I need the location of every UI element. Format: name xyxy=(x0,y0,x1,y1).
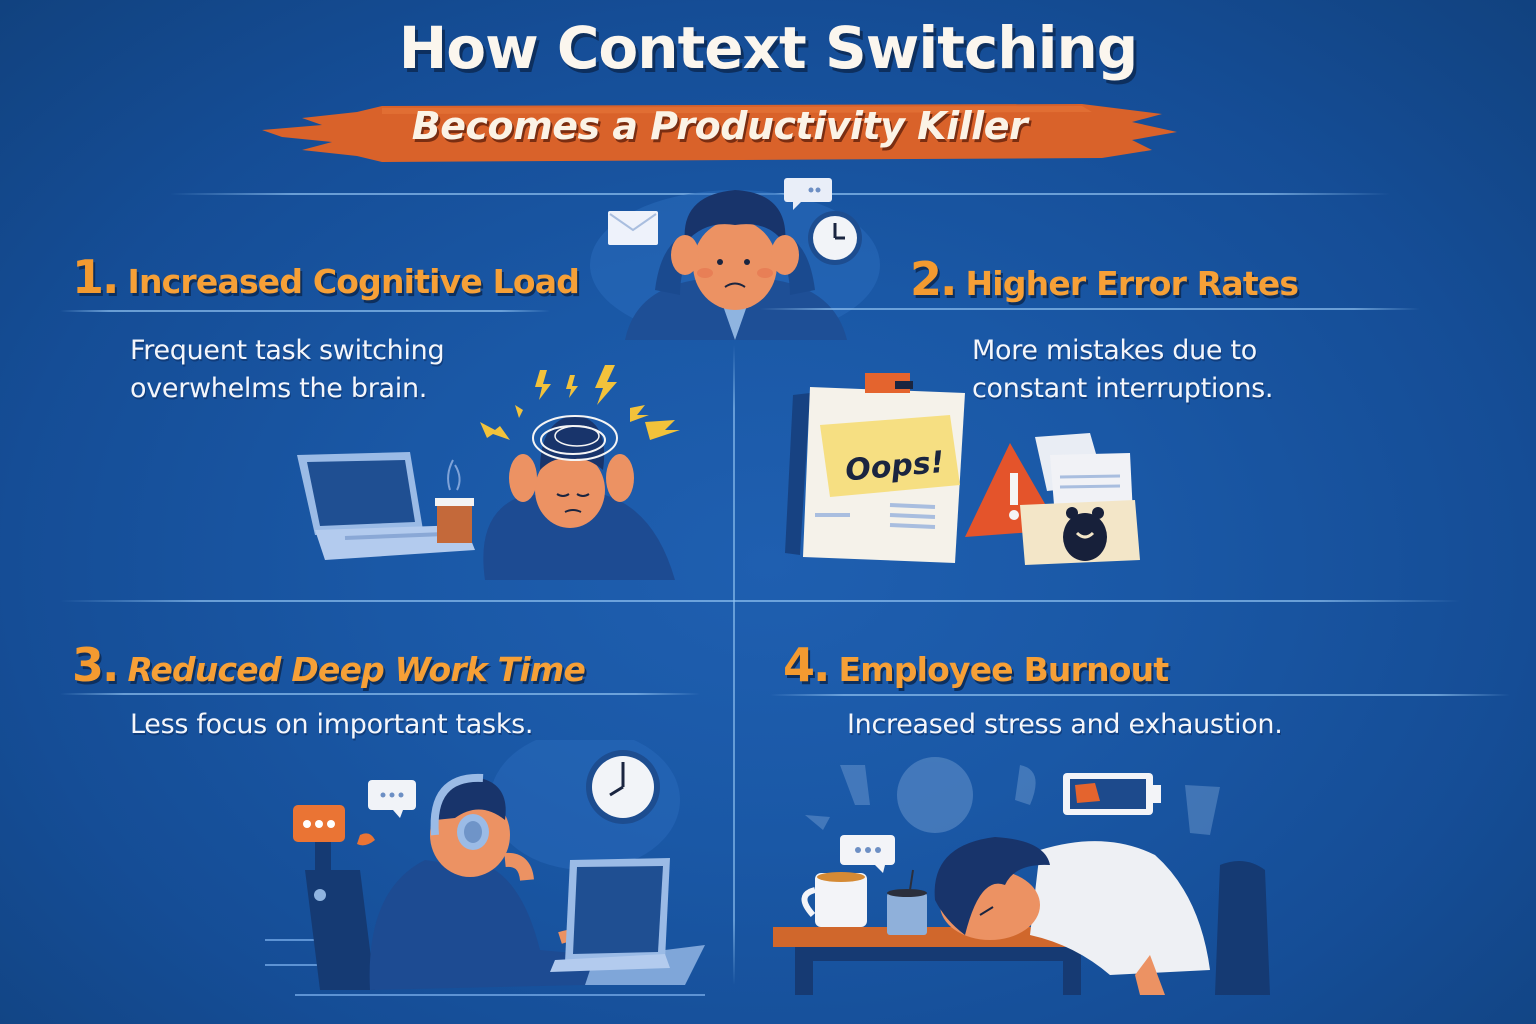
section-2-number: 2. xyxy=(910,252,958,306)
cup-icon xyxy=(887,869,927,935)
hero-stressed-person-illustration xyxy=(585,165,885,340)
section-2-illustration: Oops! xyxy=(785,365,1165,575)
section-1-title: Increased Cognitive Load xyxy=(127,262,580,301)
coffee-mug-icon xyxy=(801,872,867,927)
laptop-icon xyxy=(550,858,670,972)
laptop-icon xyxy=(297,452,475,560)
section-1-description: Frequent task switching overwhelms the b… xyxy=(130,332,445,408)
oops-note-text: Oops! xyxy=(844,445,946,489)
page-title: How Context Switching xyxy=(398,14,1139,82)
section-2-title: Higher Error Rates xyxy=(965,264,1299,303)
quadrant-divider-vertical xyxy=(733,345,735,985)
section-3-illustration xyxy=(265,730,705,1010)
coffee-cup-icon xyxy=(435,459,474,543)
section-2-description-line-2: constant interruptions. xyxy=(972,373,1274,404)
section-2-divider xyxy=(760,308,1420,310)
section-4-description: Increased stress and exhaustion. xyxy=(847,706,1283,744)
section-3-number: 3. xyxy=(72,638,120,692)
chat-bubble-icon xyxy=(840,835,895,873)
sticky-note-icon xyxy=(820,415,960,497)
section-2-description-line-1: More mistakes due to xyxy=(972,335,1258,366)
section-1-description-line-2: overwhelms the brain. xyxy=(130,373,428,404)
clock-icon xyxy=(586,750,660,824)
headphones-icon xyxy=(430,773,489,850)
section-3-description: Less focus on important tasks. xyxy=(130,706,534,744)
section-1-number: 1. xyxy=(72,250,120,304)
section-4-title: Employee Burnout xyxy=(838,650,1169,689)
section-4-illustration xyxy=(765,745,1285,1015)
section-4-divider xyxy=(770,694,1510,696)
section-4-number: 4. xyxy=(783,638,831,692)
chat-bubble-icon xyxy=(784,178,832,210)
section-4-description-line-1: Increased stress and exhaustion. xyxy=(847,709,1283,740)
subtitle-banner xyxy=(262,100,1177,166)
section-2-heading: 2. Higher Error Rates xyxy=(910,252,1299,306)
section-3-description-line-1: Less focus on important tasks. xyxy=(130,709,534,740)
section-1-description-line-1: Frequent task switching xyxy=(130,335,445,366)
chat-bubble-icon xyxy=(368,780,416,818)
section-1-heading: 1. Increased Cognitive Load xyxy=(72,250,580,304)
section-1-illustration xyxy=(285,360,695,580)
section-2-description: More mistakes due to constant interrupti… xyxy=(972,332,1274,408)
section-4-heading: 4. Employee Burnout xyxy=(783,638,1169,692)
bug-icon xyxy=(1063,507,1107,561)
quadrant-divider-horizontal xyxy=(60,600,1460,602)
section-3-divider xyxy=(60,693,700,695)
clock-icon xyxy=(808,211,862,265)
low-battery-icon xyxy=(1063,773,1161,815)
orange-chat-bubble-icon xyxy=(293,805,345,842)
section-1-divider xyxy=(60,310,550,312)
page-subtitle: Becomes a Productivity Killer xyxy=(411,104,1028,148)
envelope-icon xyxy=(608,211,658,245)
section-3-heading: 3. Reduced Deep Work Time xyxy=(72,638,586,692)
section-3-title: Reduced Deep Work Time xyxy=(127,650,586,689)
lightning-bolt-icon xyxy=(480,365,680,440)
